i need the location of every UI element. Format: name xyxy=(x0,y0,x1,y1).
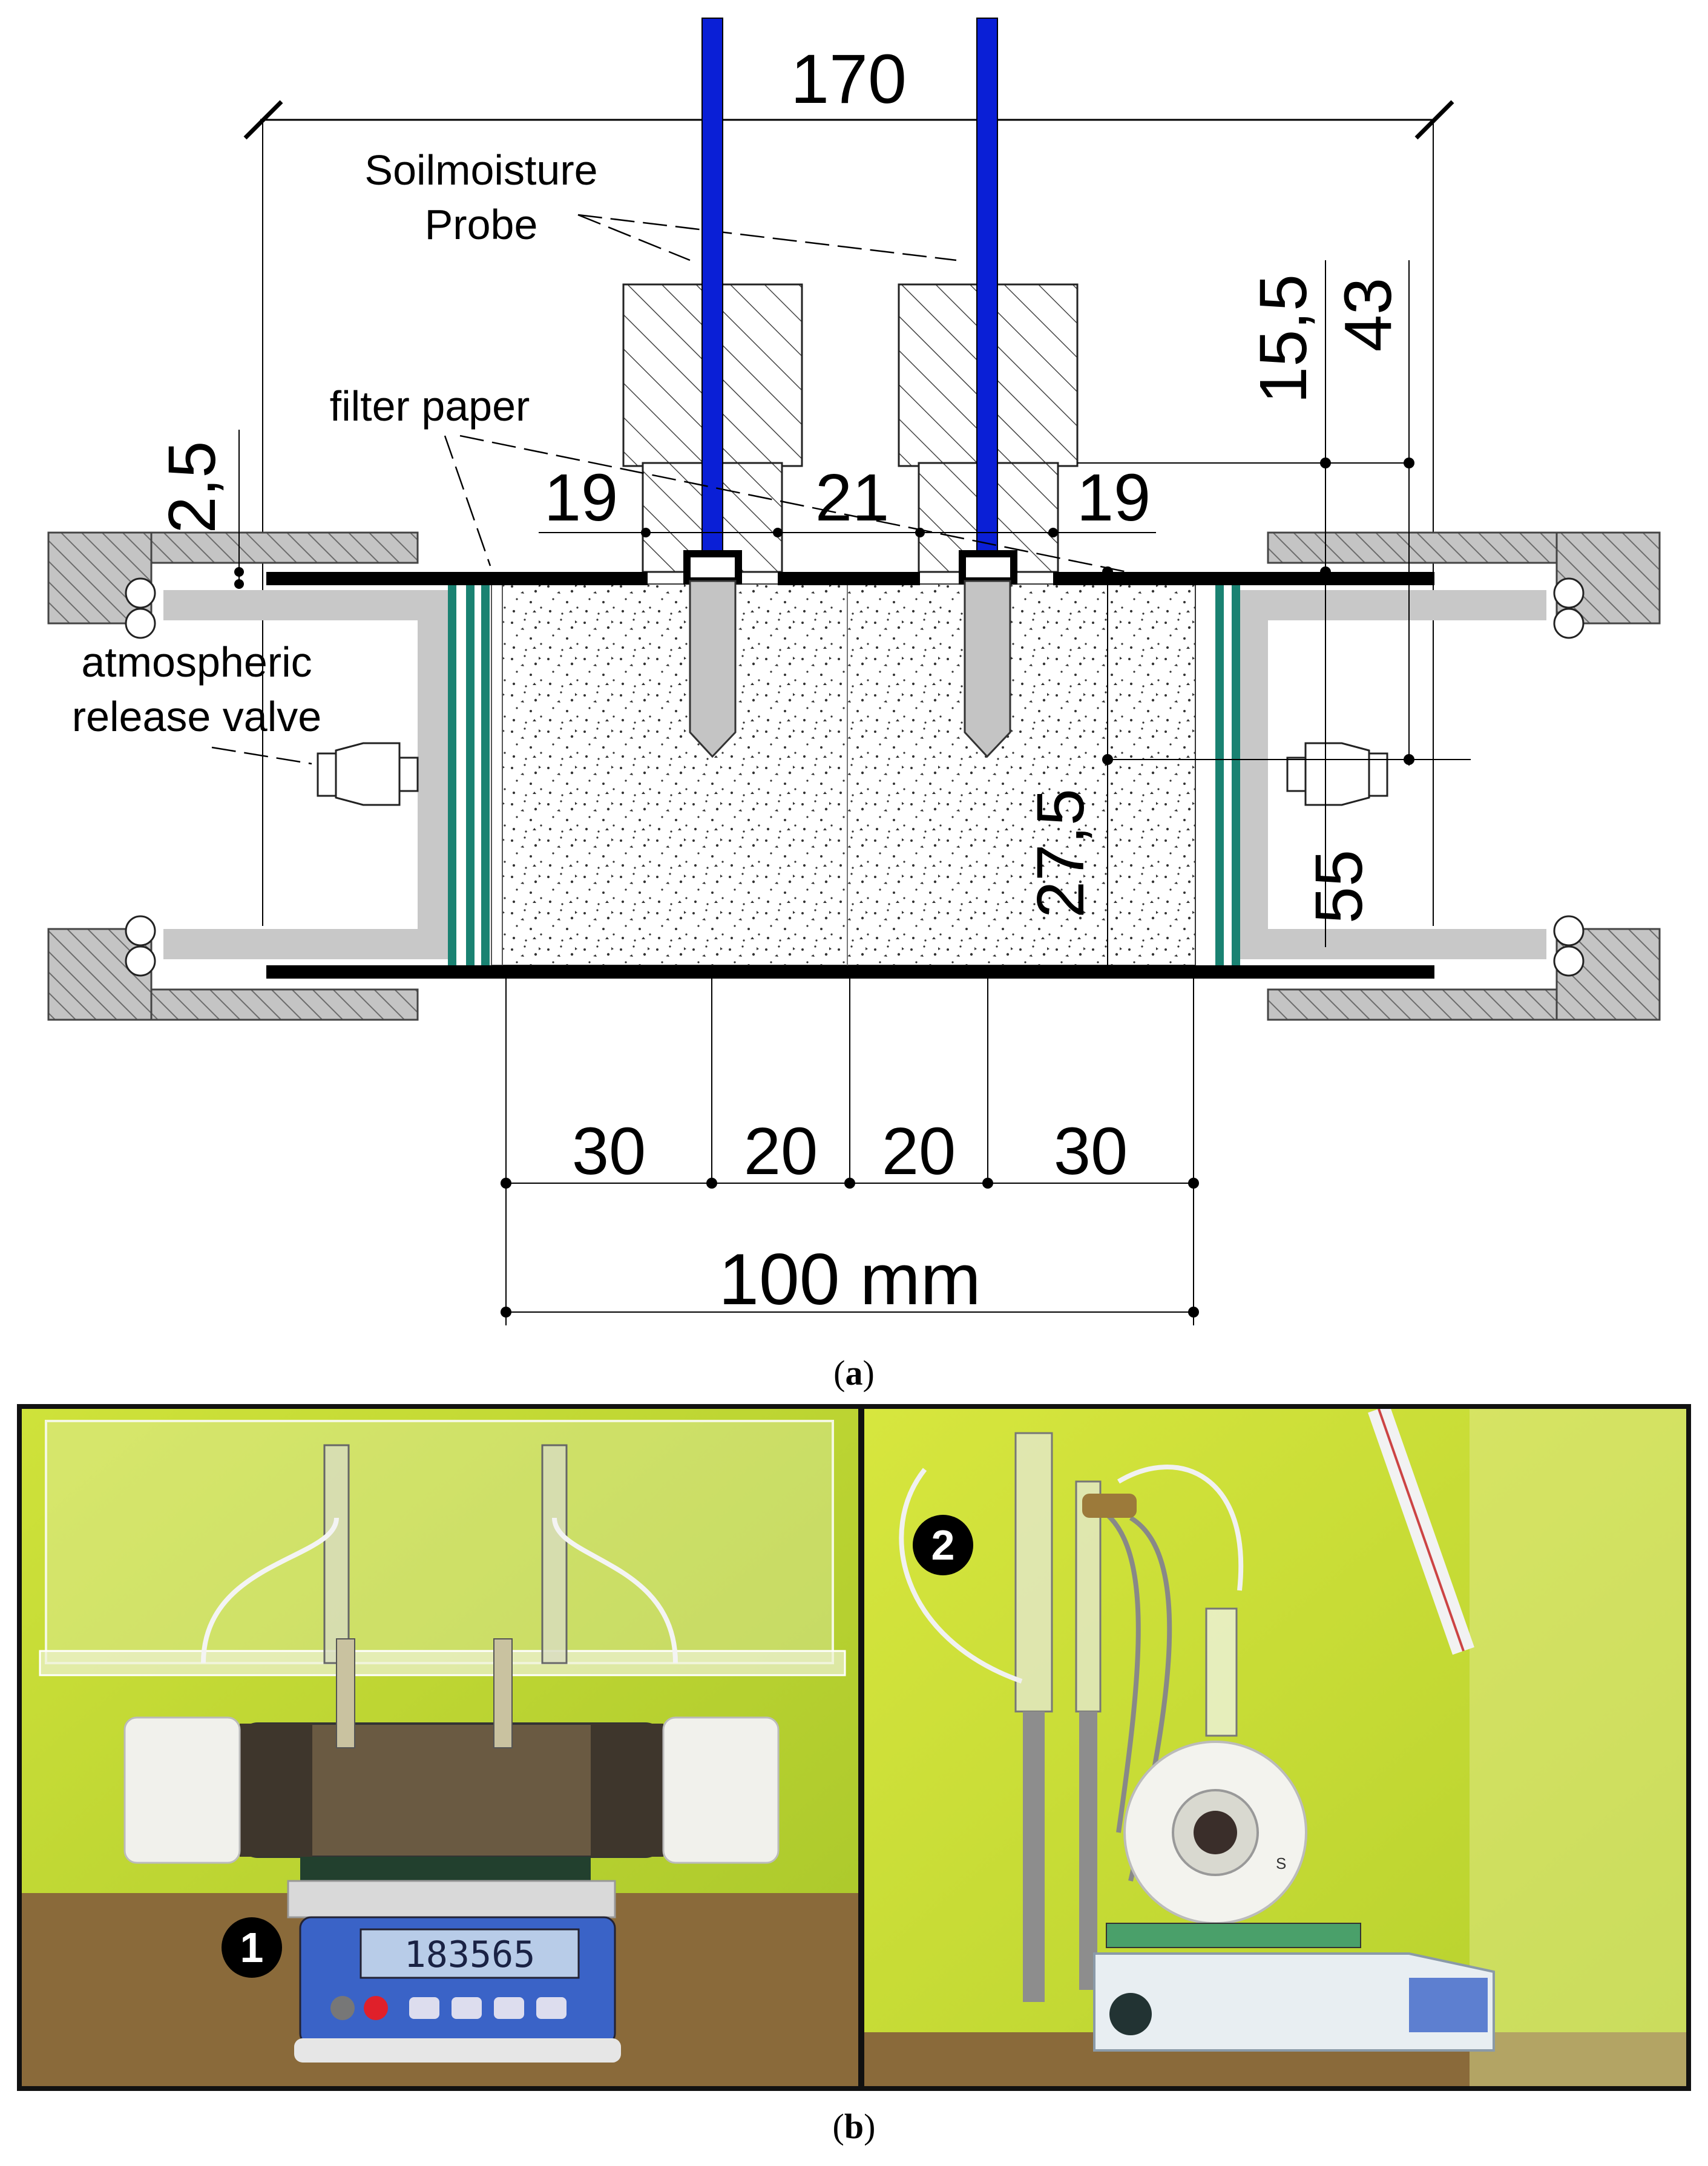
valve-label: atmospheric release valve xyxy=(72,638,321,765)
filter-paper-left xyxy=(491,583,503,966)
valve-label-line1: atmospheric xyxy=(81,638,312,686)
left-end-cap xyxy=(47,531,419,1021)
scale-display xyxy=(360,1928,580,1979)
burette-small xyxy=(1075,1480,1102,1713)
left-chamber xyxy=(163,590,448,959)
marker-1: 1 xyxy=(222,1917,282,1978)
probe-spacing-dimensions: 19 21 19 xyxy=(539,461,1156,537)
photo-panel: 183565 1 xyxy=(17,1404,1691,2091)
dim-19-right-label: 19 xyxy=(1077,461,1151,535)
probe-label: Soilmoisture Probe xyxy=(364,146,957,261)
cylinder-label: S xyxy=(1276,1854,1286,1872)
digital-scale: 183565 xyxy=(287,1880,621,2063)
photo-divider xyxy=(858,1409,864,2086)
dim-43-label: 43 xyxy=(1331,278,1405,352)
dim-30-right-label: 30 xyxy=(1054,1114,1128,1189)
porous-walls xyxy=(448,585,1240,965)
photo-right-setup: S 2 xyxy=(864,1409,1686,2086)
dim-30-left-label: 30 xyxy=(572,1114,646,1189)
right-chamber xyxy=(1238,590,1546,959)
scale-reading: 183565 xyxy=(404,1934,536,1976)
dim-170-label: 170 xyxy=(790,41,907,118)
bottom-dimensions: 30 20 20 30 100 mm xyxy=(501,979,1199,1325)
right-release-valve xyxy=(1286,742,1388,806)
right-end-cap xyxy=(1267,531,1661,1021)
dim-15-5-label: 15,5 xyxy=(1246,274,1321,404)
soil-sample xyxy=(502,583,1196,966)
caption-a-letter: a xyxy=(845,1353,863,1393)
probe-right xyxy=(959,18,1017,758)
acrylic-cover xyxy=(45,1420,834,1664)
probe-left xyxy=(683,18,742,758)
probe-label-line1: Soilmoisture xyxy=(364,146,597,194)
sample-cell-drawing: 170 Soilmoisture Probe xyxy=(47,18,1661,1325)
dim-55-label: 55 xyxy=(1302,850,1376,924)
marker-2: 2 xyxy=(913,1515,973,1575)
valve-label-line2: release valve xyxy=(72,693,321,740)
probe-label-line2: Probe xyxy=(425,201,538,248)
dim-20-right-label: 20 xyxy=(882,1114,956,1189)
sample-cell-side: S xyxy=(1123,1741,1307,1925)
dim-100mm-label: 100 mm xyxy=(718,1239,980,1320)
caption-a: (a) xyxy=(833,1353,875,1393)
photo-left-setup: 183565 1 xyxy=(22,1409,858,2086)
filter-paper-label: filter paper xyxy=(330,382,1187,585)
dim-27-5-label: 27,5 xyxy=(1023,789,1098,918)
cell-plates xyxy=(266,572,1434,979)
caption-b: (b) xyxy=(832,2107,876,2146)
dim-19-left-label: 19 xyxy=(544,461,618,535)
dim-21-label: 21 xyxy=(815,461,889,535)
dimension-2-5: 2,5 xyxy=(155,430,244,589)
caption-b-letter: b xyxy=(844,2107,864,2146)
dimension-170: 170 xyxy=(243,41,1454,926)
digital-scale-right xyxy=(1093,1923,1495,2052)
dim-2-5-label: 2,5 xyxy=(155,441,229,534)
filter-paper-text: filter paper xyxy=(330,382,530,430)
dim-20-left-label: 20 xyxy=(744,1114,818,1189)
left-release-valve xyxy=(317,742,419,806)
burette-large xyxy=(1014,1432,1053,1713)
vertical-dimensions-right: 15,5 43 27,5 55 xyxy=(1023,260,1471,965)
